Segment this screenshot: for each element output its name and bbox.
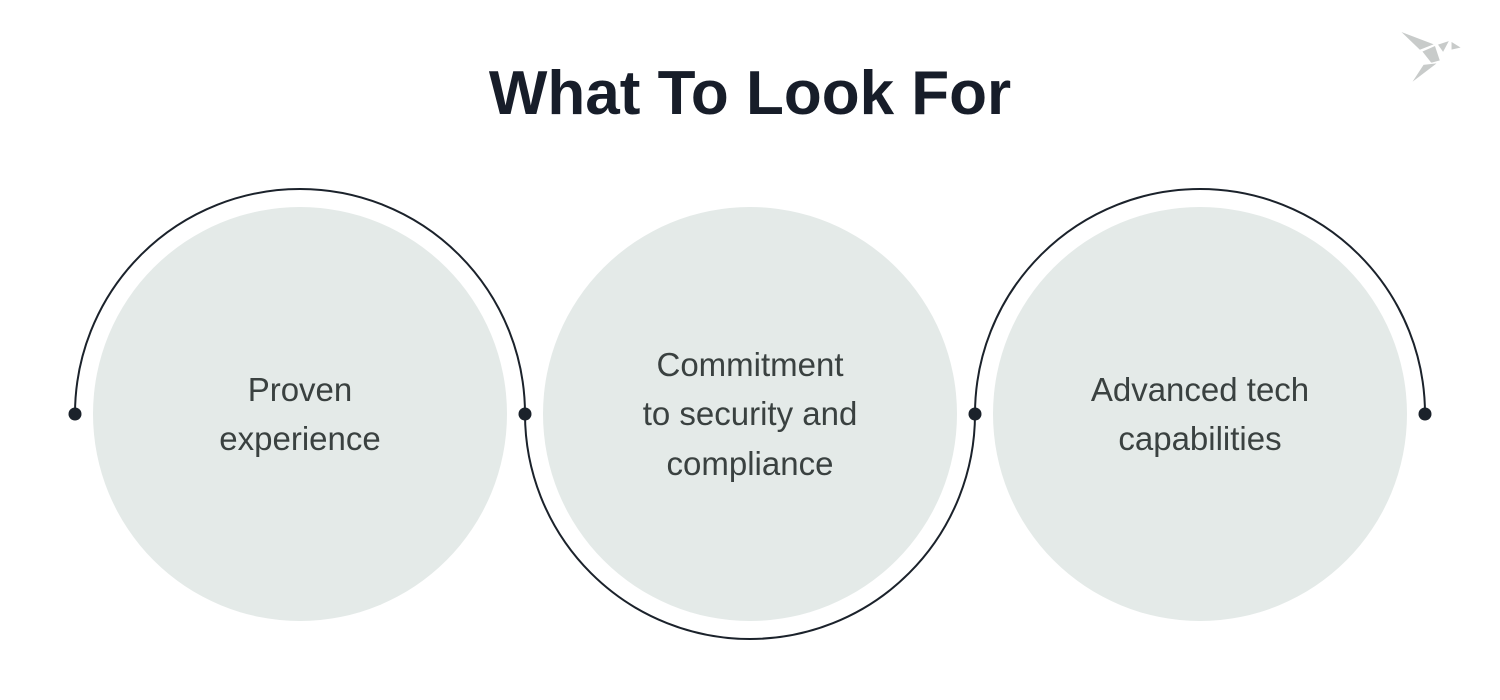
bubble-proven-experience: Proven experience (92, 206, 508, 622)
bird-body-facet (1420, 44, 1442, 65)
circle-3-shape (993, 207, 1407, 621)
bubble-advanced-tech: Advanced tech capabilities (992, 206, 1408, 622)
bubble-label: Proven experience (219, 370, 381, 458)
bubble-security-compliance: Commitment to security and compliance (542, 206, 958, 622)
connector-arc-over-circle-1 (74, 188, 526, 415)
connector-dot-3 (968, 407, 982, 421)
bubble-label: Advanced tech capabilities (1090, 370, 1310, 458)
connector-dot-2 (518, 407, 532, 421)
circle-2-shape (543, 207, 957, 621)
connector-arc-over-circle-3 (974, 188, 1426, 415)
page-title: What To Look For (488, 59, 1012, 128)
bird-beak-facet (1450, 40, 1463, 52)
connector-arc-under-circle-2 (524, 413, 976, 640)
bubble-label: Commitment to security and compliance (642, 345, 858, 482)
origami-bird-icon (1398, 29, 1463, 85)
connector-dot-4 (1418, 407, 1432, 421)
bird-neck-facet (1436, 39, 1451, 54)
bird-wing-facet (1398, 29, 1436, 52)
bird-tail-facet (1409, 61, 1440, 85)
connector-dot-1 (68, 407, 82, 421)
circle-1-shape (93, 207, 507, 621)
